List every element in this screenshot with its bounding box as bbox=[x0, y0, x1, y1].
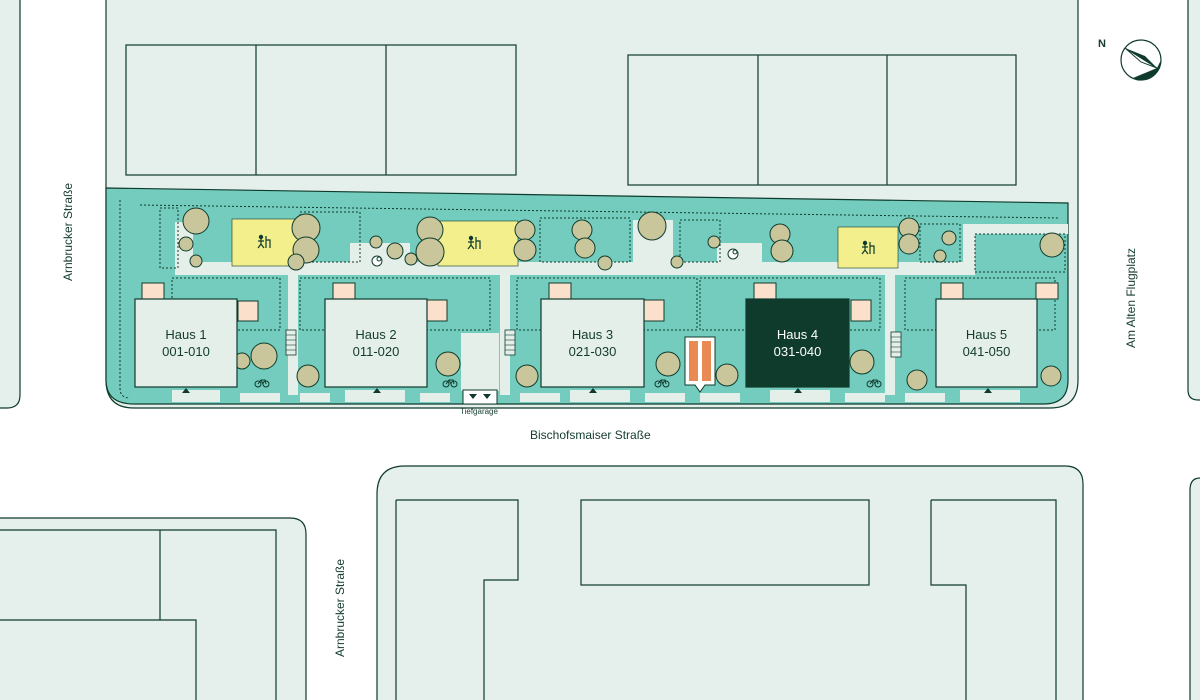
bench-icon bbox=[371, 248, 739, 267]
playground-icon bbox=[257, 234, 875, 255]
haus-2-units: 011-020 bbox=[352, 344, 400, 359]
haus-5-label[interactable]: Haus 5 041-050 bbox=[936, 299, 1037, 387]
houses bbox=[134, 298, 1038, 388]
street-am-alten-flugplatz: Am Alten Flugplatz bbox=[1124, 247, 1138, 349]
street-arnbrucker-top: Arnbrucker Straße bbox=[61, 182, 75, 282]
site-boundary bbox=[119, 200, 131, 399]
block-bottom-right bbox=[1189, 477, 1200, 700]
haus-5-name: Haus 5 bbox=[965, 327, 1008, 342]
haus-5-building[interactable] bbox=[935, 298, 1038, 388]
haus-3-units: 021-030 bbox=[568, 344, 617, 359]
haus-2-building[interactable] bbox=[324, 298, 428, 388]
haus-1-building[interactable] bbox=[134, 298, 238, 388]
feature-structure bbox=[684, 336, 716, 393]
haus-2-name: Haus 2 bbox=[355, 327, 397, 342]
haus-4-building[interactable] bbox=[745, 298, 850, 388]
block-bottom-center bbox=[376, 465, 1084, 700]
haus-2-label[interactable]: Haus 2 011-020 bbox=[325, 299, 427, 387]
stairs bbox=[285, 329, 902, 358]
street-arnbrucker-bottom: Arnbrucker Straße bbox=[333, 558, 347, 658]
block-top-left bbox=[0, 0, 21, 409]
terraces bbox=[141, 282, 1059, 322]
haus-4-label[interactable]: Haus 4 031-040 bbox=[746, 299, 849, 387]
haus-4-name: Haus 4 bbox=[776, 327, 819, 342]
street-bischofsmaiser: Bischofsmaiser Straße bbox=[530, 428, 651, 442]
north-label: N bbox=[1098, 38, 1106, 50]
north-arrow-icon bbox=[1120, 39, 1162, 81]
haus-3-building[interactable] bbox=[540, 298, 645, 388]
haus-1-label[interactable]: Haus 1 001-010 bbox=[135, 299, 237, 387]
haus-3-name: Haus 3 bbox=[571, 327, 614, 342]
entrance-arrow-icon bbox=[182, 388, 992, 399]
haus-1-units: 001-010 bbox=[162, 344, 210, 359]
garage-label: Tiefgarage bbox=[460, 407, 498, 416]
tree-icon bbox=[178, 207, 1065, 391]
haus-5-units: 041-050 bbox=[962, 344, 1011, 359]
haus-3-label[interactable]: Haus 3 021-030 bbox=[541, 299, 644, 387]
haus-1-name: Haus 1 bbox=[165, 327, 207, 342]
bicycle-icon bbox=[254, 379, 882, 388]
block-top-right bbox=[1187, 0, 1200, 401]
neighbour-buildings bbox=[0, 44, 1057, 700]
haus-4-units: 031-040 bbox=[773, 344, 822, 359]
block-bottom-left bbox=[0, 517, 307, 700]
